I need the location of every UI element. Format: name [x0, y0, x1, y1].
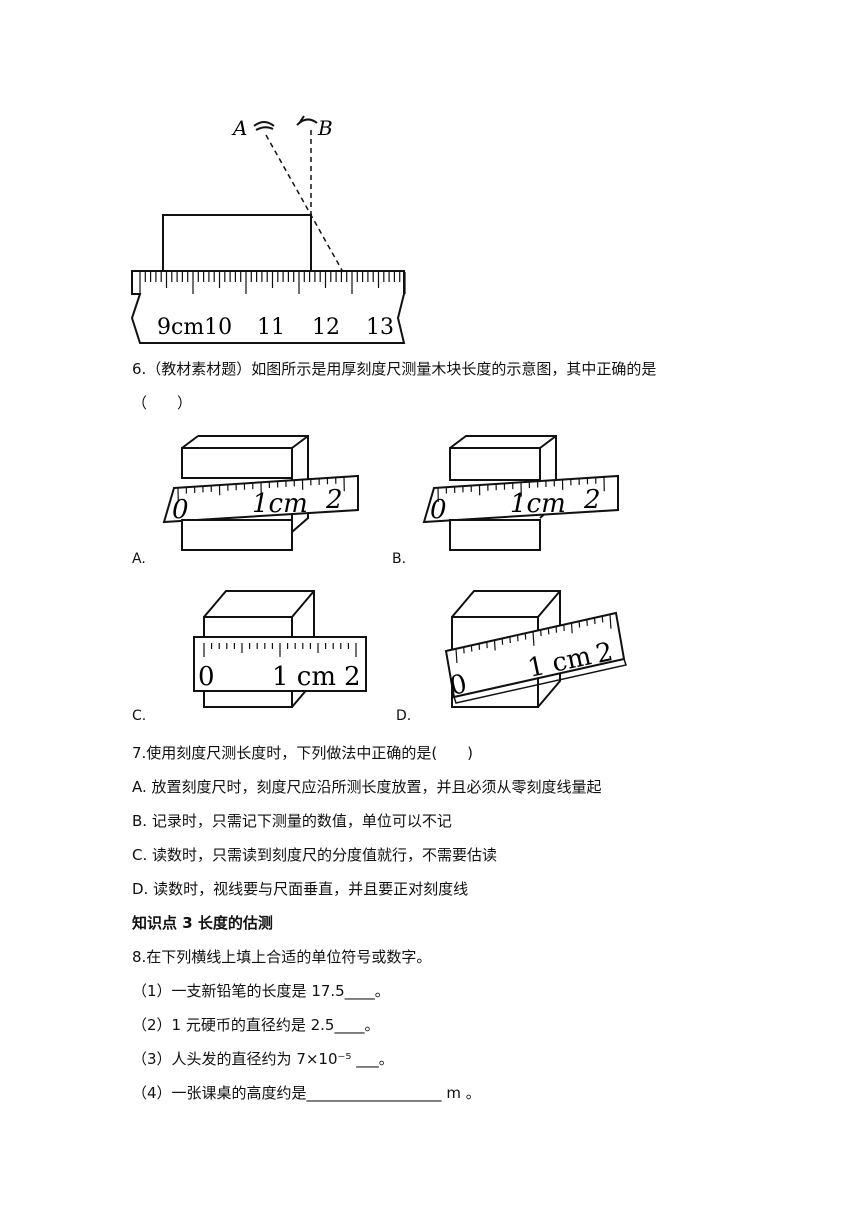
ruler-label-13: 13	[366, 315, 394, 340]
q7-stem: 7.使用刻度尺测长度时，下列做法中正确的是( )	[132, 744, 474, 762]
option-c-mark-1: 1 cm	[272, 662, 336, 692]
ruler-body	[130, 270, 406, 344]
q6-option-b-figure: 0 1cm 2	[422, 435, 619, 551]
option-c-mark-0: 0	[198, 662, 215, 692]
option-a-mark-1: 1cm	[252, 489, 308, 519]
option-d-mark-2: 2	[593, 637, 615, 670]
eye-a-label: A	[231, 116, 247, 140]
ruler-label-10: 9cm10	[157, 315, 232, 340]
q6-paren: （ ）	[132, 394, 193, 412]
ruler-ticks	[139, 272, 406, 294]
q6-option-b-label[interactable]: B.	[392, 551, 407, 567]
eye-b-label: B	[317, 116, 333, 140]
q7-option-d[interactable]: D. 读数时，视线要与尺面垂直，并且要正对刻度线	[132, 880, 469, 898]
ruler-label-11: 11	[257, 315, 285, 340]
ruler-label-12: 12	[312, 315, 340, 340]
q8-item-4: （4）一张课桌的高度约是__________________ m 。	[132, 1084, 481, 1102]
q7-option-b[interactable]: B. 记录时，只需记下测量的数值，单位可以不记	[132, 812, 452, 830]
option-b-mark-0: 0	[430, 495, 447, 525]
q6-stem: 6.（教材素材题）如图所示是用厚刻度尺测量木块长度的示意图，其中正确的是	[132, 360, 657, 378]
q6-option-c-figure: 0 1 cm 2	[193, 590, 367, 708]
option-b-mark-1: 1cm	[510, 489, 566, 519]
sight-line-a	[265, 134, 344, 273]
section-3-title: 知识点 3 长度的估测	[132, 914, 273, 932]
q6-option-c-label[interactable]: C.	[132, 708, 147, 724]
option-b-mark-2: 2	[583, 485, 601, 515]
q8-item-3: （3）人头发的直径约为 7×10⁻⁵ ___。	[132, 1050, 394, 1068]
eye-b-icon	[296, 115, 318, 126]
q8-stem: 8.在下列横线上填上合适的单位符号或数字。	[132, 948, 432, 966]
q6-option-a-figure: 0 1cm 2	[162, 435, 359, 551]
option-c-mark-2: 2	[344, 662, 361, 692]
q6-option-a-label[interactable]: A.	[132, 551, 146, 567]
wood-block	[162, 214, 312, 272]
q7-option-a[interactable]: A. 放置刻度尺时，刻度尺应沿所测长度放置，并且必须从零刻度线量起	[132, 778, 602, 796]
eye-a-icon	[253, 121, 275, 131]
fig5-diagram: A B 9cm10 11 12 13	[130, 115, 406, 344]
q8-item-1: （1）一支新铅笔的长度是 17.5____。	[132, 982, 390, 1000]
option-a-mark-2: 2	[325, 485, 343, 515]
q6-option-d-label[interactable]: D.	[396, 708, 412, 724]
option-d-mark-0: 0	[447, 669, 469, 702]
option-a-mark-0: 0	[172, 495, 189, 525]
q6-option-d-figure: 0 1 cm 2	[444, 590, 627, 708]
q7-option-c[interactable]: C. 读数时，只需读到刻度尺的分度值就行，不需要估读	[132, 846, 498, 864]
q8-item-2: （2）1 元硬币的直径约是 2.5____。	[132, 1016, 380, 1034]
